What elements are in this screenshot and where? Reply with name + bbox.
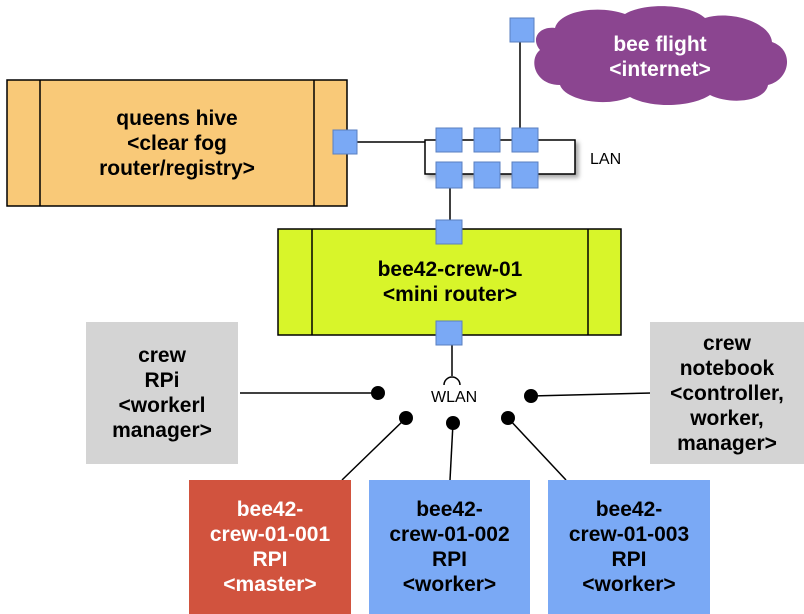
queens-hive-rect xyxy=(6,79,348,207)
wlan-dot-rpi xyxy=(371,386,385,400)
port-hive xyxy=(332,129,358,155)
wlan-antenna-arc xyxy=(443,376,461,386)
port-lan-top-2 xyxy=(473,127,501,153)
crew-notebook-box xyxy=(650,322,804,464)
queens-hive-label: queens hive <clear fog router/registry> xyxy=(99,106,255,180)
ports xyxy=(332,17,539,346)
line-wlan-rpi-002 xyxy=(449,422,454,481)
line-wlan-notebook xyxy=(530,392,653,397)
bee-flight-label: bee flight <internet> xyxy=(609,33,711,81)
wlan-label: WLAN xyxy=(431,389,478,406)
lan-label: LAN xyxy=(590,151,622,168)
port-lan-bottom-3 xyxy=(511,161,539,189)
crew-notebook-label: crew notebook <controller, worker, manag… xyxy=(670,331,784,455)
crew-router-rect xyxy=(277,228,622,336)
port-lan-bottom-2 xyxy=(473,161,501,189)
line-wlan-rpi-001 xyxy=(341,417,407,481)
rpi-003-box xyxy=(548,480,710,614)
crew-rpi-label: crew RPi <workerl manager> xyxy=(112,344,212,442)
line-wlan-rpi-003 xyxy=(507,417,567,481)
connections xyxy=(240,30,653,481)
rpi-001-box xyxy=(189,480,351,614)
port-router-bottom xyxy=(435,320,463,346)
rpi-003-label: bee42- crew-01-003 RPI <worker> xyxy=(568,498,690,596)
wlan-endpoints xyxy=(371,386,538,430)
crew-router-box xyxy=(277,228,622,336)
wlan-dot-001 xyxy=(399,411,413,425)
crew-rpi-box xyxy=(86,322,238,464)
wlan-dot-002 xyxy=(446,416,460,430)
port-lan-top-1 xyxy=(435,127,463,153)
rpi-002-box xyxy=(369,480,530,614)
port-internet xyxy=(509,17,535,43)
queens-hive-box xyxy=(6,79,348,207)
crew-router-label: bee42-crew-01 <mini router> xyxy=(377,258,523,306)
wlan-dot-notebook xyxy=(524,389,538,403)
rpi-001-label: bee42- crew-01-001 RPI <master> xyxy=(209,498,331,596)
bee-flight-cloud xyxy=(534,6,788,106)
port-lan-top-3 xyxy=(511,127,539,153)
wlan-dot-003 xyxy=(501,411,515,425)
port-lan-bottom-1 xyxy=(435,161,463,189)
port-router-top xyxy=(435,219,463,245)
rpi-002-label: bee42- crew-01-002 RPI <worker> xyxy=(389,498,510,596)
